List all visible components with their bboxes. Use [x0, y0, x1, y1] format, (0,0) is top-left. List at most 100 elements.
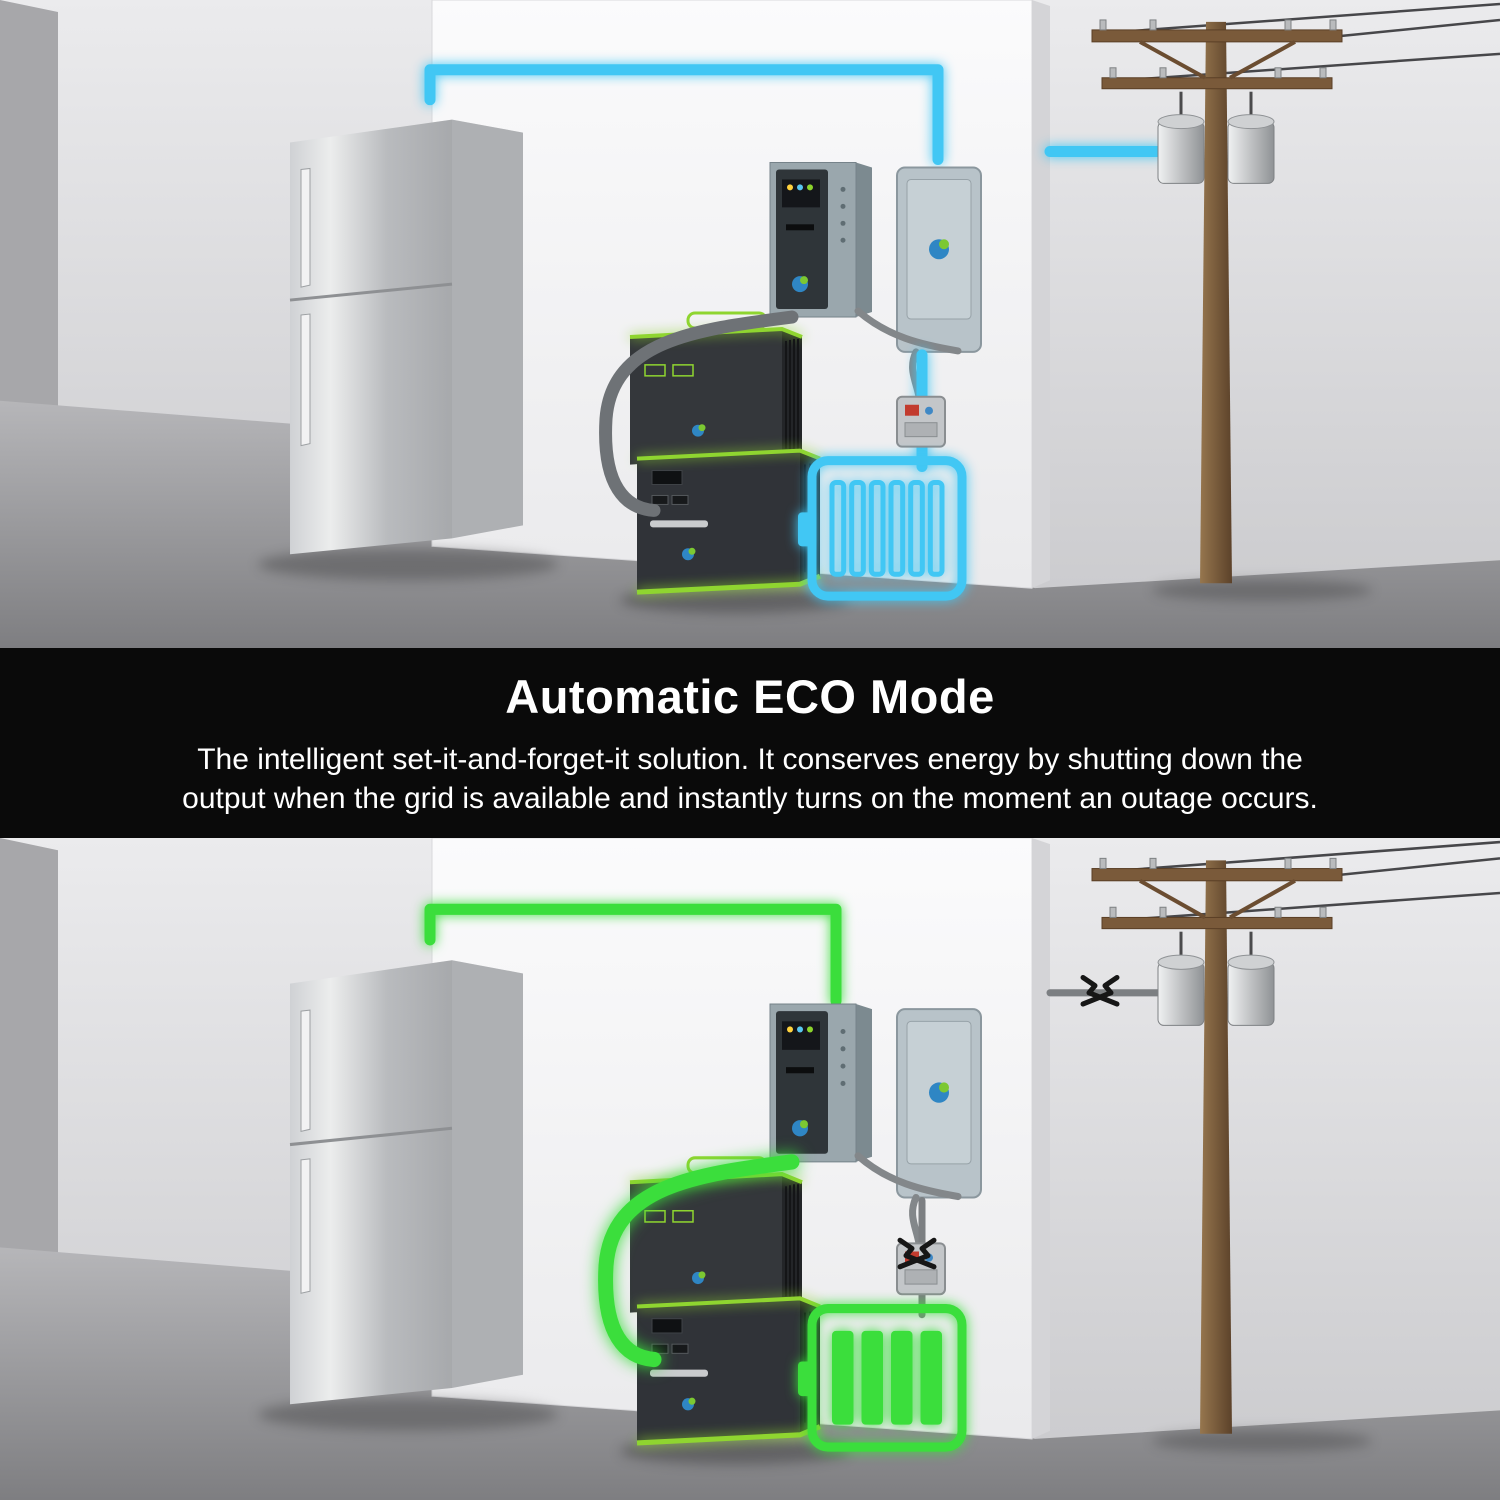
brand-logo-leaf — [688, 547, 696, 555]
battery-charge-bar — [908, 480, 925, 577]
battery-icon — [798, 456, 967, 601]
white-wall-side — [1032, 838, 1050, 1439]
flex-conduit — [854, 307, 962, 355]
insulator — [1319, 67, 1327, 79]
battery-charge-bar — [849, 480, 866, 577]
insulator — [1329, 19, 1337, 31]
display-screen — [651, 1318, 683, 1334]
crossarm-lower — [1101, 916, 1333, 930]
fridge-shadow — [258, 1398, 558, 1431]
freezer-divider — [289, 1126, 453, 1147]
outlet-socket — [904, 422, 938, 438]
unit-front-face — [637, 450, 800, 593]
power-cable — [599, 310, 799, 517]
refrigerator — [258, 119, 558, 581]
white-wall-side — [1032, 0, 1050, 589]
fridge-shadow — [258, 548, 558, 581]
lime-trim — [636, 448, 821, 461]
outlet-blue-dot — [925, 406, 933, 415]
battery-charge-bar — [829, 480, 847, 577]
lime-trim — [636, 1296, 821, 1309]
port — [671, 494, 689, 505]
breaker-panel — [896, 166, 982, 353]
brand-logo-leaf — [939, 1082, 949, 1093]
outage-marker-icon — [897, 1237, 937, 1270]
scene-grid-available — [0, 0, 1500, 648]
refrigerator — [258, 960, 558, 1431]
crossarm-brace — [1229, 40, 1296, 80]
vent-dot — [840, 1063, 846, 1069]
transformer-left-cap — [1157, 954, 1205, 970]
battery-charge-bar — [888, 480, 906, 577]
status-led — [807, 184, 813, 191]
vent-dot — [840, 1080, 846, 1086]
display-screen — [651, 470, 683, 486]
port — [672, 1209, 694, 1223]
scene-outage-eco-mode — [0, 838, 1500, 1500]
vent-dot — [840, 186, 846, 192]
silver-bar — [650, 520, 708, 528]
power-cable-live — [598, 1154, 800, 1368]
insulator — [1274, 67, 1282, 79]
battery-charge-bar — [927, 480, 945, 577]
battery-charge-bar — [832, 1330, 854, 1425]
pole-shadow — [1152, 579, 1372, 602]
port — [644, 364, 666, 377]
outlet-box-body — [896, 395, 946, 448]
pole-transformers — [1157, 114, 1275, 184]
brand-logo-leaf — [688, 1397, 696, 1405]
transfer-switch — [769, 1003, 872, 1163]
breaker-panel — [896, 1008, 982, 1199]
station-bottom-unit — [636, 1296, 821, 1446]
crossarm-brace — [1139, 878, 1206, 920]
battery-charge-bar — [868, 480, 886, 577]
fridge-handle — [300, 313, 311, 447]
transfer-switch-side — [856, 1004, 872, 1162]
silver-bar — [650, 1369, 708, 1377]
battery-icon — [798, 1303, 967, 1452]
insulator — [1149, 19, 1157, 31]
flow-line-fridge-to-switch — [424, 903, 842, 1007]
transfer-switch — [769, 162, 872, 318]
vent-dot — [840, 203, 846, 209]
transformer-left-cap — [1157, 114, 1205, 130]
status-led — [787, 1026, 793, 1033]
brand-logo-leaf — [698, 1271, 706, 1279]
transfer-switch-screen — [782, 179, 820, 208]
station-shadow — [620, 587, 850, 614]
utility-pole — [1091, 2, 1500, 602]
transformer-right — [1227, 961, 1275, 1026]
power-wire — [1091, 840, 1500, 874]
pole-post — [1200, 21, 1232, 584]
status-led — [797, 1026, 803, 1033]
flex-conduit — [854, 1152, 962, 1201]
transfer-switch-slot — [786, 1067, 814, 1074]
crossarm-upper — [1091, 29, 1343, 43]
vent-dot — [840, 1046, 846, 1052]
transfer-switch-side — [856, 162, 872, 318]
transformer-left — [1157, 961, 1205, 1026]
transformer-left — [1157, 121, 1205, 184]
fridge-handle — [300, 1158, 311, 1294]
transfer-switch-slot — [786, 224, 814, 231]
transformer-right-cap — [1227, 954, 1275, 970]
fridge-front — [290, 960, 452, 1405]
banner-title: Automatic ECO Mode — [505, 669, 995, 723]
banner-description-line-2: output when the grid is available and in… — [182, 781, 1318, 815]
scene-grid-illustration — [0, 0, 1500, 648]
unit-front-face — [637, 1298, 800, 1443]
status-led — [797, 184, 803, 191]
port — [672, 364, 694, 377]
battery-terminal — [798, 1361, 813, 1397]
battery-terminal — [798, 512, 813, 547]
pole-shadow — [1152, 1429, 1372, 1453]
outlet-box — [896, 395, 946, 448]
power-wire — [1341, 857, 1500, 876]
power-wire — [1091, 2, 1500, 36]
port — [644, 1209, 666, 1223]
crossarm-lower — [1101, 77, 1333, 90]
battery-charge-bar — [861, 1330, 883, 1425]
fridge-side — [452, 960, 523, 1388]
transformer-right-cap — [1227, 114, 1275, 130]
pole-transformers — [1157, 954, 1275, 1026]
